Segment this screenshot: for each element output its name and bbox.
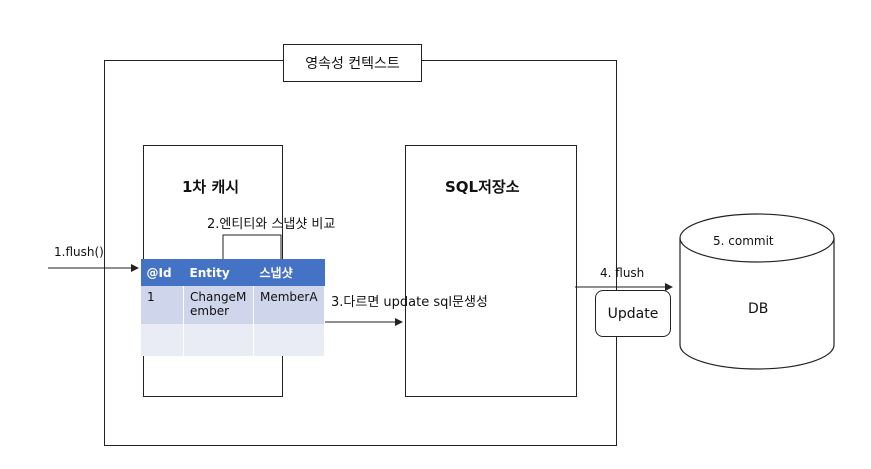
compare-bracket — [222, 234, 282, 259]
table-row: 1 ChangeM ember MemberA — [140, 286, 325, 324]
first-level-cache-table: @Id Entity 스냅샷 1 ChangeM ember MemberA — [140, 259, 325, 356]
cell-snapshot — [253, 324, 325, 356]
persistence-context-title: 영속성 컨텍스트 — [283, 44, 422, 82]
col-id: @Id — [140, 259, 184, 286]
compare-label: 2.엔티티와 스냅샷 비교 — [207, 217, 336, 232]
cell-entity: ChangeM ember — [183, 286, 254, 324]
first-level-cache-title: 1차 캐시 — [182, 178, 240, 196]
db-cylinder — [679, 213, 835, 370]
col-entity: Entity — [183, 259, 254, 286]
cell-id — [140, 324, 184, 356]
update-label: Update — [607, 305, 659, 322]
cell-id: 1 — [140, 286, 184, 324]
cell-snapshot: MemberA — [253, 286, 325, 324]
update-box: Update — [595, 290, 671, 337]
sql-store-box — [405, 145, 577, 397]
commit-label: 5. commit — [713, 234, 774, 248]
db-title: DB — [748, 301, 769, 317]
generate-sql-label: 3.다르면 update sql문생성 — [331, 295, 488, 310]
flush-out-label: 4. flush — [600, 266, 645, 280]
flush-in-label: 1.flush() — [54, 245, 104, 259]
table-row — [140, 324, 325, 356]
cell-entity — [183, 324, 254, 356]
col-snapshot: 스냅샷 — [253, 259, 325, 286]
sql-store-title: SQL저장소 — [445, 178, 520, 196]
